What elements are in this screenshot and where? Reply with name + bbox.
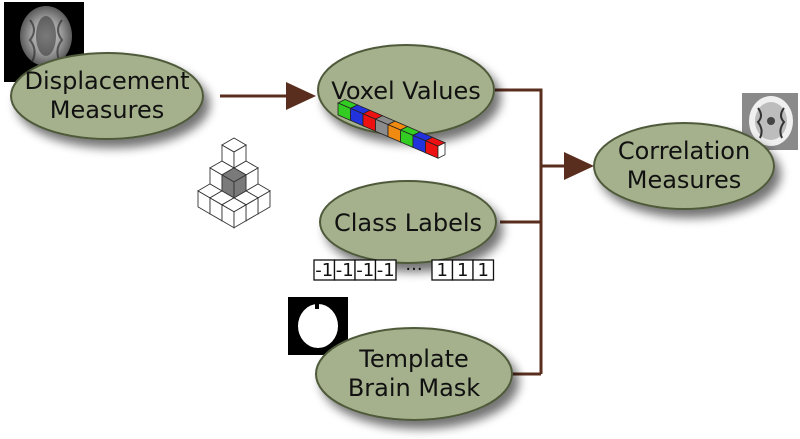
node-template-brain-mask: Template Brain Mask: [315, 327, 513, 421]
voxel-value-strip-icon: [337, 99, 446, 159]
node-correlation-line2: Measures: [627, 166, 742, 194]
cube-face: [221, 197, 247, 213]
label-cell-box: [472, 259, 495, 281]
cube-face: [221, 167, 247, 183]
node-correlation-measures: Correlation Measures: [593, 122, 775, 210]
label-cell-box: [374, 259, 397, 281]
label-cell-value: -1: [356, 260, 374, 281]
node-template-line2: Brain Mask: [348, 374, 480, 402]
label-ellipsis: ···: [405, 259, 422, 280]
voxel-strip-end: [437, 142, 446, 159]
node-voxel-values: Voxel Values: [317, 44, 495, 136]
node-displacement-line2: Measures: [50, 96, 165, 124]
connector-voxel-to-merge: [495, 88, 543, 374]
label-cell-value: -1: [377, 260, 395, 281]
node-class-labels-line1: Class Labels: [334, 209, 482, 237]
node-correlation-line1: Correlation: [618, 137, 750, 165]
arrowhead-to-voxel-icon: [286, 82, 316, 110]
label-cell-value: 1: [478, 260, 489, 281]
node-displacement-measures: Displacement Measures: [10, 52, 204, 140]
node-template-line1: Template: [358, 345, 469, 373]
label-cell-value: -1: [336, 260, 354, 281]
voxel-cube-stack-icon: [197, 137, 271, 229]
arrowhead-to-correlation-icon: [564, 152, 594, 180]
node-voxel-line1: Voxel Values: [331, 77, 480, 105]
label-cell-value: 1: [457, 260, 468, 281]
node-displacement-line1: Displacement: [25, 67, 190, 95]
connectors: [220, 82, 594, 376]
node-class-labels: Class Labels: [319, 180, 497, 264]
label-cell-value: -1: [315, 260, 333, 281]
cube-face: [221, 137, 247, 153]
label-cell-value: 1: [437, 260, 448, 281]
